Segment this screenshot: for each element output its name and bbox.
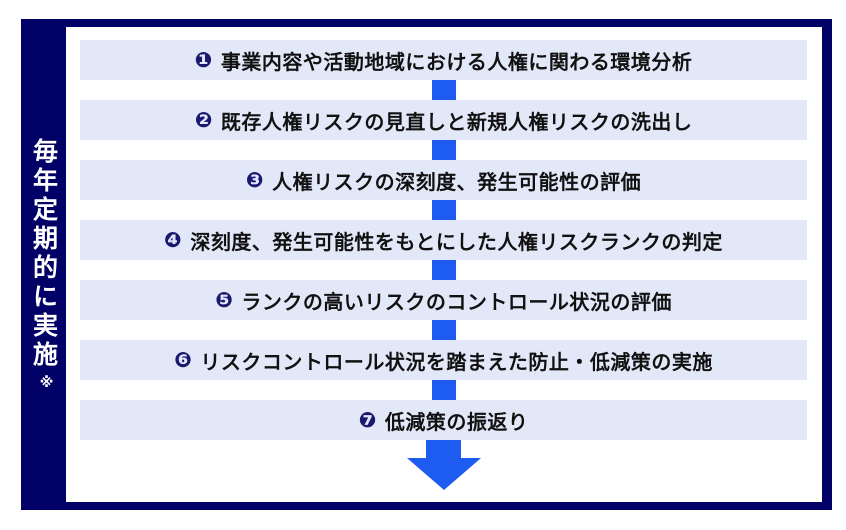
step-5-label: ランクの高いリスクのコントロール状況の評価 (241, 291, 672, 314)
step-2-label: 既存人権リスクの見直しと新規人権リスクの洗出し (220, 111, 693, 134)
step-4-number-badge: ❹ (164, 228, 183, 252)
step-4-label: 深刻度、発生可能性をもとにした人権リスクランクの判定 (190, 231, 723, 254)
process-step-4: ❹ 深刻度、発生可能性をもとにした人権リスクランクの判定 (80, 220, 807, 260)
down-arrow (406, 440, 481, 490)
frequency-sidebar: 毎年定期的に実施 ※ (21, 27, 66, 502)
process-flow: ❶ 事業内容や活動地域における人権に関わる環境分析 ❷ 既存人権リスクの見直しと… (66, 27, 822, 502)
flow-connector-1 (431, 80, 456, 100)
step-3-label: 人権リスクの深刻度、発生可能性の評価 (272, 171, 642, 194)
process-step-3: ❸ 人権リスクの深刻度、発生可能性の評価 (80, 160, 807, 200)
flow-connector-3 (431, 200, 456, 220)
step-7-label: 低減策の振返り (384, 411, 529, 434)
step-3-number-badge: ❸ (245, 168, 265, 192)
flow-connector-5 (431, 320, 456, 340)
step-2-number-badge: ❷ (194, 108, 213, 132)
flow-connector-4 (431, 260, 456, 280)
frequency-label: 毎年定期的に実施 (29, 138, 58, 370)
step-7-number-badge: ❼ (358, 408, 377, 432)
down-arrow-shaft (426, 440, 461, 458)
process-step-7: ❼ 低減策の振返り (80, 400, 807, 440)
down-arrow-head (406, 458, 481, 490)
process-step-6: ❻ リスクコントロール状況を踏まえた防止・低減策の実施 (80, 340, 807, 380)
step-6-number-badge: ❻ (174, 348, 193, 372)
frequency-note-mark: ※ (39, 374, 54, 390)
step-5-number-badge: ❺ (215, 288, 234, 312)
process-step-2: ❷ 既存人権リスクの見直しと新規人権リスクの洗出し (80, 100, 807, 140)
process-step-5: ❺ ランクの高いリスクのコントロール状況の評価 (80, 280, 807, 320)
process-frame: 毎年定期的に実施 ※ ❶ 事業内容や活動地域における人権に関わる環境分析 ❷ 既… (21, 19, 832, 510)
step-1-number-badge: ❶ (194, 48, 213, 72)
flow-connector-2 (431, 140, 456, 160)
process-step-1: ❶ 事業内容や活動地域における人権に関わる環境分析 (80, 40, 807, 80)
flow-connector-6 (431, 380, 456, 400)
step-1-label: 事業内容や活動地域における人権に関わる環境分析 (220, 51, 693, 74)
step-6-label: リスクコントロール状況を踏まえた防止・低減策の実施 (200, 351, 713, 374)
